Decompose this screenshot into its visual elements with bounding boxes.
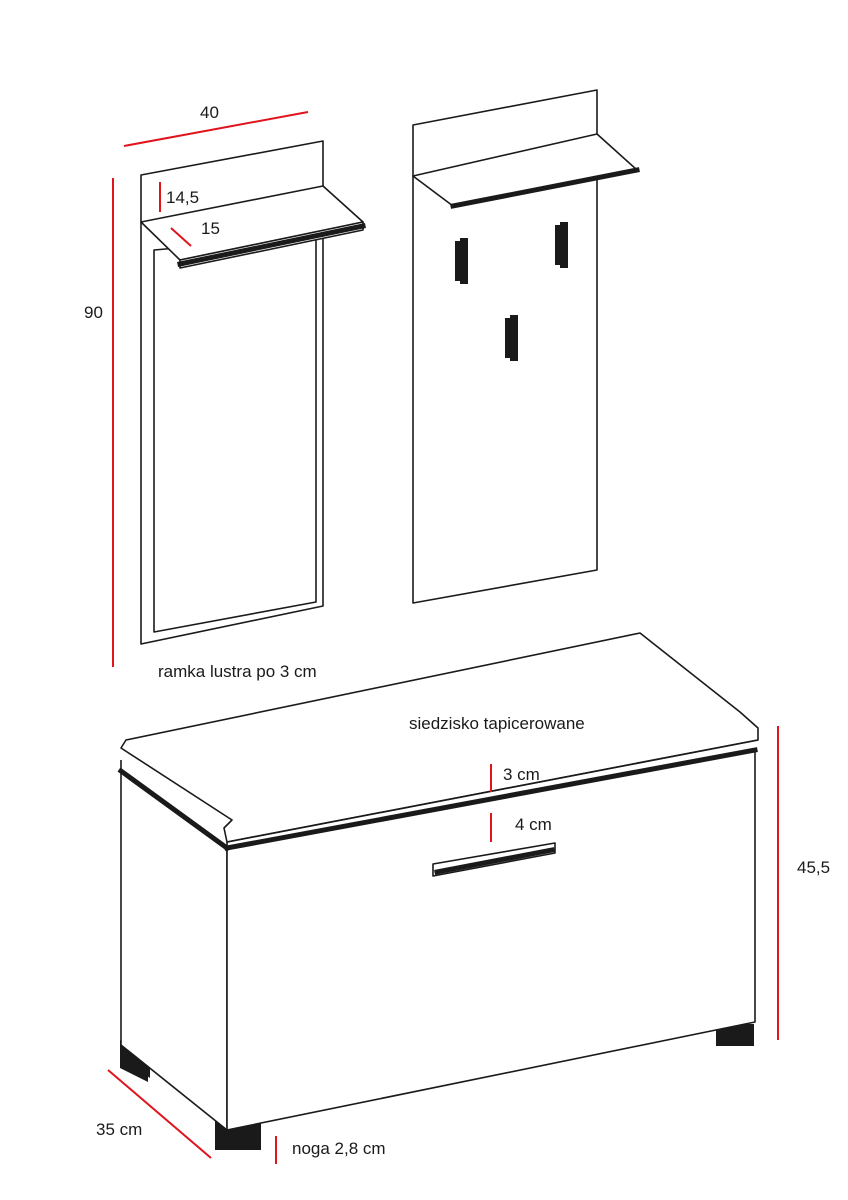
label-bench-height: 45,5 — [797, 858, 830, 877]
dim-bench-depth — [107, 1069, 212, 1159]
coat-rack-shelf — [412, 133, 640, 209]
coat-hook-left-icon — [455, 238, 468, 284]
dimension-lines — [107, 111, 779, 1164]
label-top-thickness: 4 cm — [515, 815, 552, 834]
coat-hook-center-icon — [505, 315, 518, 361]
mirror-shelf — [140, 185, 366, 269]
bench-seat-top — [120, 632, 759, 843]
label-bench-depth: 35 cm — [96, 1120, 142, 1139]
label-shelf-depth: 15 — [201, 219, 220, 238]
bench-leg-right — [716, 1024, 754, 1046]
mirror-panel — [140, 140, 366, 645]
label-seat: siedzisko tapicerowane — [409, 714, 585, 733]
bench-drawer-handle-icon — [432, 842, 556, 877]
label-leg: noga 2,8 cm — [292, 1139, 386, 1158]
bench — [117, 632, 759, 1150]
dim-width-40 — [123, 111, 309, 147]
label-height: 90 — [84, 303, 103, 322]
coat-hook-right-icon — [555, 222, 568, 268]
label-mirror-frame: ramka lustra po 3 cm — [158, 662, 317, 681]
label-seat-thickness: 3 cm — [503, 765, 540, 784]
dim-shelf-depth — [170, 227, 192, 247]
coat-rack-panel — [412, 89, 640, 604]
label-width: 40 — [200, 103, 219, 122]
label-shelf-height: 14,5 — [166, 188, 199, 207]
